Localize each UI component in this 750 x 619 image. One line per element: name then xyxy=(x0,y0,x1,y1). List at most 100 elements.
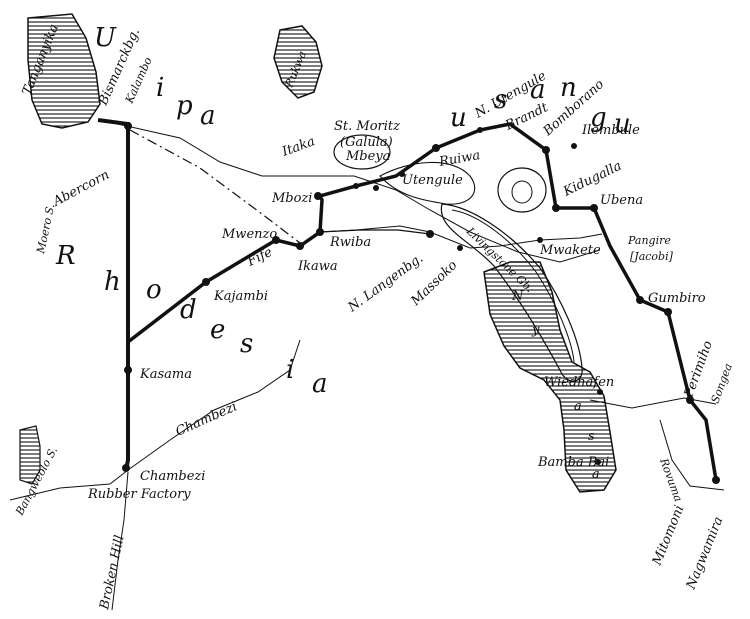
place-label: Rwiba xyxy=(329,235,371,250)
dash-dot-boundary xyxy=(129,129,305,247)
place-label: Ubena xyxy=(600,193,643,208)
place-label: Chambezi xyxy=(140,469,205,484)
region-letter: p xyxy=(176,91,193,121)
place-label: Chambezi xyxy=(174,399,240,439)
region-letter: a xyxy=(312,369,328,399)
southern-border-line xyxy=(589,397,717,409)
place-label: Mbeya xyxy=(345,149,390,164)
place-label: Songea xyxy=(709,362,735,405)
lake-rukwa-shape xyxy=(273,25,323,99)
livingstone-mountains-contour xyxy=(440,203,583,382)
region-letter: d xyxy=(180,295,197,325)
inner-contour xyxy=(451,209,575,363)
town-marker xyxy=(373,185,379,191)
region-letter: g xyxy=(590,103,607,133)
region-letter: i xyxy=(286,355,294,385)
town-marker xyxy=(426,230,434,238)
town-marker xyxy=(122,464,130,472)
town-marker xyxy=(314,192,322,200)
region-letter: n xyxy=(560,73,577,103)
town-marker xyxy=(597,389,603,395)
place-label: Utengule xyxy=(402,173,463,188)
lake-letter: a xyxy=(592,467,600,482)
lake-tanganyika-shape xyxy=(27,13,101,129)
place-label: Abercorn xyxy=(50,168,112,210)
place-label: Mitomoni xyxy=(649,503,687,568)
region-letter: h xyxy=(104,267,121,297)
lake-letter: a xyxy=(574,399,582,414)
place-label: (Galula) xyxy=(340,135,393,150)
town-marker xyxy=(296,242,304,250)
place-label: Mwenzo xyxy=(221,227,277,242)
town-marker xyxy=(477,127,483,133)
place-label: Rovuma xyxy=(657,456,685,504)
town-marker xyxy=(595,459,601,465)
mbeya-range-contour xyxy=(333,134,391,170)
place-label: Mwakete xyxy=(539,243,601,258)
place-label: Kasama xyxy=(139,367,192,382)
place-label: Rubber Factory xyxy=(87,487,191,502)
place-label: Pangire xyxy=(627,234,671,247)
place-label: Wiedhafen xyxy=(544,375,614,390)
town-marker xyxy=(712,476,720,484)
place-label: Ilembule xyxy=(581,123,640,138)
region-letter: s xyxy=(494,85,507,115)
region-letter: o xyxy=(146,275,162,305)
town-marker xyxy=(552,204,560,212)
place-label: [Jacobi] xyxy=(630,250,674,263)
mbozi-track-line xyxy=(319,225,603,249)
region-letter: a xyxy=(530,75,546,105)
region-letter: U xyxy=(94,23,117,53)
place-label: Ruiwa xyxy=(437,148,481,170)
place-label: N. Langenbg. xyxy=(345,251,426,316)
place-label: Kajambi xyxy=(213,289,268,304)
town-marker xyxy=(664,308,672,316)
town-marker xyxy=(316,228,324,236)
town-marker xyxy=(399,171,405,177)
region-letter: a xyxy=(200,101,216,131)
region-letter: R xyxy=(55,241,76,271)
lake-bangweolo-shape xyxy=(19,425,41,485)
town-marker xyxy=(590,204,598,212)
elton-plateau-contour xyxy=(497,167,547,213)
town-marker xyxy=(571,143,577,149)
lake-letter: s xyxy=(588,429,595,444)
town-markers xyxy=(122,122,720,484)
lake-nyasa-shape xyxy=(483,261,617,493)
place-label: Gumbiro xyxy=(648,291,706,306)
town-marker xyxy=(124,366,132,374)
town-marker xyxy=(542,146,550,154)
region-letter: e xyxy=(210,315,225,345)
region-letter: i xyxy=(156,73,164,103)
town-marker xyxy=(124,122,132,130)
town-marker xyxy=(537,237,543,243)
town-marker xyxy=(272,236,280,244)
elton-inner-contour xyxy=(511,180,533,204)
place-label: St. Moritz xyxy=(334,119,400,134)
rwiba-massoko-line xyxy=(319,229,431,235)
lake-letter: N xyxy=(511,289,524,304)
kipengere-contour xyxy=(379,161,476,205)
town-marker xyxy=(636,296,644,304)
place-label: Broken Hill xyxy=(97,534,128,612)
town-marker xyxy=(202,278,210,286)
place-label: Fife xyxy=(244,245,275,270)
place-label: Itaka xyxy=(279,134,317,160)
town-marker xyxy=(686,396,694,404)
town-marker xyxy=(353,183,359,189)
place-label: Perimiho xyxy=(681,339,716,401)
lake-moero-label: Moero S. xyxy=(34,203,57,256)
lake-letter: y xyxy=(531,323,540,338)
place-label: Mbozi xyxy=(271,191,312,206)
broken-hill-road xyxy=(111,471,129,611)
place-label: Nagwamira xyxy=(683,515,726,593)
place-label: Bamba Bai xyxy=(537,455,609,470)
main-route-line xyxy=(97,118,130,471)
place-label: Ikawa xyxy=(297,259,338,274)
northern-route-line xyxy=(126,122,718,481)
region-letter: u xyxy=(614,109,631,139)
rovuma-river-line xyxy=(659,419,725,491)
region-letter: s xyxy=(240,329,253,359)
region-letter: u xyxy=(450,103,467,133)
